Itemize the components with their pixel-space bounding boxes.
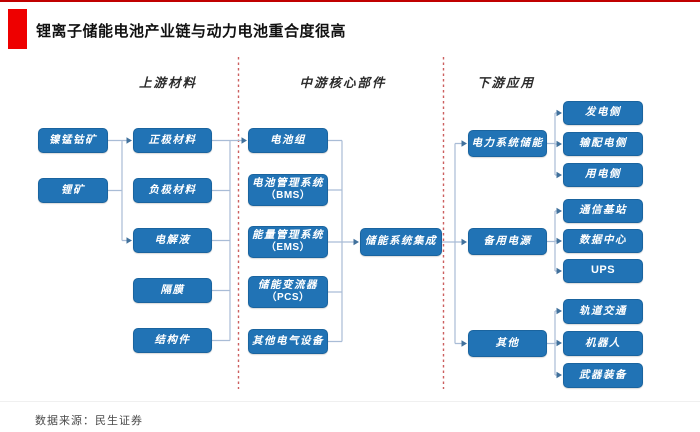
node-label: 电解液 (154, 234, 191, 246)
node-structural-parts: 结构件 (133, 328, 212, 353)
node-label: 备用电源 (483, 235, 532, 247)
data-source: 数据来源：民生证券 (35, 415, 143, 427)
node-label: 能量管理系统 (252, 230, 324, 242)
node-label: 武器装备 (579, 369, 627, 381)
node-label: 用电侧 (585, 169, 621, 181)
node-electrolyte: 电解液 (133, 228, 212, 253)
node-label: 电池组 (270, 134, 306, 146)
footer-rule (0, 401, 700, 402)
node-consumption-side: 用电侧 (563, 163, 643, 187)
node-label: UPS (590, 264, 616, 277)
node-backup-power: 备用电源 (468, 228, 547, 255)
node-label: 电池管理系统 (252, 178, 324, 190)
node-data-center: 数据中心 (563, 229, 643, 253)
node-energy-management-system: 能量管理系统 （EMS） (248, 226, 328, 258)
section-header-midstream: 中游核心部件 (299, 76, 387, 90)
node-separator: 隔膜 (133, 278, 212, 303)
node-sublabel: （EMS） (265, 242, 311, 254)
node-label: 负极材料 (148, 184, 197, 196)
node-anode-material: 负极材料 (133, 178, 212, 203)
node-label: 隔膜 (160, 284, 185, 296)
node-label: 锂矿 (61, 184, 85, 196)
node-generation-side: 发电侧 (563, 101, 643, 125)
node-weapons-equipment: 武器装备 (563, 363, 643, 388)
node-other-electrical-equipment: 其他电气设备 (248, 329, 328, 354)
node-label: 其他电气设备 (252, 335, 324, 347)
node-label: 正极材料 (148, 134, 197, 146)
node-sublabel: （BMS） (265, 190, 311, 202)
page-title: 锂离子储能电池产业链与动力电池重合度很高 (36, 23, 347, 40)
node-rail-transit: 轨道交通 (563, 299, 643, 324)
node-label: 发电侧 (585, 107, 621, 119)
node-others: 其他 (468, 330, 547, 357)
node-nickel-manganese-cobalt-ore: 镍锰钴矿 (38, 128, 108, 153)
node-cathode-material: 正极材料 (133, 128, 212, 153)
node-lithium-ore: 锂矿 (38, 178, 108, 203)
node-storage-converter-pcs: 储能变流器 （PCS） (248, 276, 328, 308)
node-storage-system-integration: 储能系统集成 (360, 228, 442, 256)
section-header-upstream: 上游材料 (138, 76, 197, 90)
node-sublabel: （PCS） (266, 292, 310, 304)
node-battery-pack: 电池组 (248, 128, 328, 153)
node-label: 其他 (495, 337, 520, 349)
node-label: 电力系统储能 (471, 137, 544, 149)
node-label: 结构件 (154, 334, 191, 346)
section-header-downstream: 下游应用 (476, 76, 535, 90)
node-battery-management-system: 电池管理系统 （BMS） (248, 174, 328, 206)
node-label: 储能系统集成 (365, 236, 437, 248)
node-robots: 机器人 (563, 331, 643, 356)
node-label: 输配电侧 (579, 138, 627, 150)
top-rule (0, 0, 700, 2)
node-telecom-base-station: 通信基站 (563, 199, 643, 223)
node-power-system-storage: 电力系统储能 (468, 130, 547, 157)
node-transmission-distribution-side: 输配电侧 (563, 132, 643, 156)
node-label: 机器人 (585, 337, 621, 349)
node-ups: UPS (563, 259, 643, 283)
node-label: 通信基站 (579, 205, 627, 217)
title-accent-block (8, 9, 27, 49)
node-label: 储能变流器 (258, 280, 318, 292)
node-label: 镍锰钴矿 (49, 134, 97, 146)
node-label: 轨道交通 (579, 305, 627, 317)
node-label: 数据中心 (579, 235, 627, 247)
